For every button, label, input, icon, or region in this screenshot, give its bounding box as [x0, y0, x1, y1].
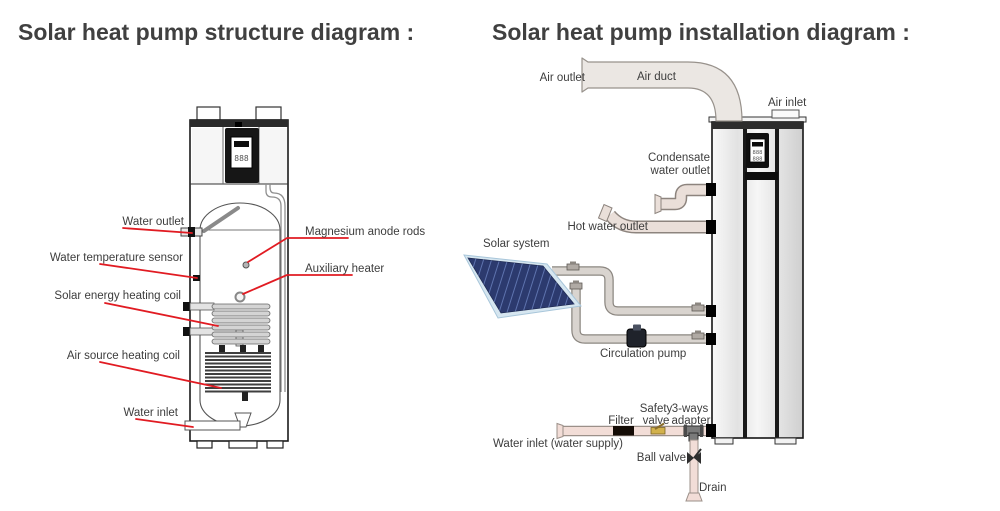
cabinet-display-bar: [752, 142, 763, 147]
cabinet-foot-left: [714, 437, 734, 445]
ball-valve: [687, 448, 702, 464]
display-top-bar: [234, 141, 249, 147]
condensate-pipe: [654, 183, 706, 215]
solar-coil-connector-top: [183, 302, 190, 311]
fitting-panel-lower: [569, 280, 583, 290]
panel-side-left: [192, 128, 222, 184]
leader-solar-coil: [104, 302, 219, 327]
label-air-source-heating-coil: Air source heating coil: [67, 350, 180, 362]
port-hot-water: [706, 220, 716, 234]
water-inlet-pipe-structure: [184, 420, 241, 431]
cabinet-seam-left: [743, 129, 747, 438]
circulation-pump: [626, 324, 647, 348]
pipe-fittings: [566, 261, 705, 340]
drain-outlet-flare: [685, 492, 703, 502]
label-three-ways: 3-ways: [672, 403, 709, 415]
label-air-duct: Air duct: [637, 71, 677, 83]
label-auxiliary-heater: Auxiliary heater: [305, 263, 384, 275]
label-circulation-pump: Circulation pump: [600, 348, 686, 360]
leader-lines: [99, 227, 353, 428]
port-water-inlet: [706, 424, 716, 437]
cabinet-seam-right: [775, 129, 779, 438]
label-drain: Drain: [699, 482, 726, 494]
label-air-outlet: Air outlet: [540, 72, 586, 84]
label-hot-water-outlet: Hot water outlet: [567, 221, 648, 233]
port-solar-supply: [706, 305, 716, 317]
display-digits: 888: [234, 154, 249, 163]
label-condensate-line2: water outlet: [650, 165, 711, 177]
solar-panel: [463, 254, 582, 319]
label-ball-valve: Ball valve: [637, 452, 686, 464]
water-supply-pipe: [556, 422, 706, 442]
water-outlet-connector: [188, 227, 195, 237]
leader-magnesium-anode: [247, 237, 349, 263]
solar-pipe-lower: [571, 284, 706, 344]
leader-auxiliary-heater: [242, 274, 353, 295]
label-safety: Safety: [640, 403, 673, 415]
fitting-cabinet-lower: [691, 330, 705, 340]
cabinet-top-band: [712, 122, 803, 129]
label-water-outlet: Water outlet: [122, 216, 184, 228]
label-water-inlet: Water inlet: [123, 407, 178, 419]
unit-feet: [196, 440, 284, 449]
cabinet-foot-right: [774, 437, 797, 445]
solar-energy-coil: [211, 303, 271, 345]
internal-pipe-2: [269, 184, 286, 392]
installation-diagram-title: Solar heat pump installation diagram :: [492, 19, 910, 45]
label-water-temperature-sensor: Water temperature sensor: [50, 252, 183, 264]
label-valve: valve: [643, 415, 670, 427]
cabinet-ports: [706, 183, 716, 437]
structure-diagram-title: Solar heat pump structure diagram :: [18, 19, 414, 45]
fitting-cabinet-upper: [691, 302, 705, 312]
leader-water-outlet: [122, 227, 193, 234]
leader-water-inlet: [135, 418, 194, 428]
top-vent-right: [255, 106, 282, 121]
heat-pump-cabinet: 888 888: [708, 109, 807, 445]
label-adapter: adapter: [671, 415, 710, 427]
leader-temperature-sensor: [99, 263, 198, 279]
label-solar-system: Solar system: [483, 238, 549, 250]
panel-side-right: [260, 128, 287, 184]
filter-element: [613, 426, 634, 436]
hot-water-pipe: [597, 203, 706, 234]
port-solar-return: [706, 333, 716, 345]
auxiliary-heater-dot: [234, 291, 246, 303]
label-condensate-line1: Condensate: [648, 152, 710, 164]
air-duct: [581, 57, 743, 122]
installation-diagram: 888 888: [463, 57, 807, 502]
cabinet-display-digits-1: 888: [753, 150, 763, 156]
cabinet-black-band: [745, 172, 778, 180]
label-magnesium-anode-rods: Magnesium anode rods: [305, 226, 425, 238]
control-panel: 888: [225, 128, 259, 183]
drain-pipe: [685, 439, 703, 502]
structure-diagram: 888: [50, 106, 425, 449]
air-source-coil: [205, 345, 271, 401]
solar-coil-stub-top: [189, 302, 215, 311]
label-water-inlet-supply: Water inlet (water supply): [493, 438, 623, 450]
label-air-inlet: Air inlet: [768, 97, 807, 109]
label-filter: Filter: [608, 415, 634, 427]
top-vent-left: [196, 106, 221, 121]
solar-coil-connector-bottom: [183, 327, 190, 336]
cabinet-display-digits-2: 888: [753, 157, 763, 163]
solar-pipe-upper: [552, 266, 706, 316]
cabinet-body: [711, 121, 804, 439]
safety-valve: [650, 422, 666, 435]
internal-pipe-1: [265, 184, 282, 392]
magnesium-anode-rod-dot: [242, 261, 250, 269]
label-solar-energy-heating-coil: Solar energy heating coil: [54, 290, 181, 302]
fitting-panel-upper: [566, 261, 580, 271]
dome-outlet-pipe: [202, 206, 240, 233]
leader-air-coil: [99, 361, 222, 389]
air-inlet-vent: [771, 109, 800, 119]
casing-top-notch: [235, 122, 242, 127]
port-condensate: [706, 183, 716, 196]
